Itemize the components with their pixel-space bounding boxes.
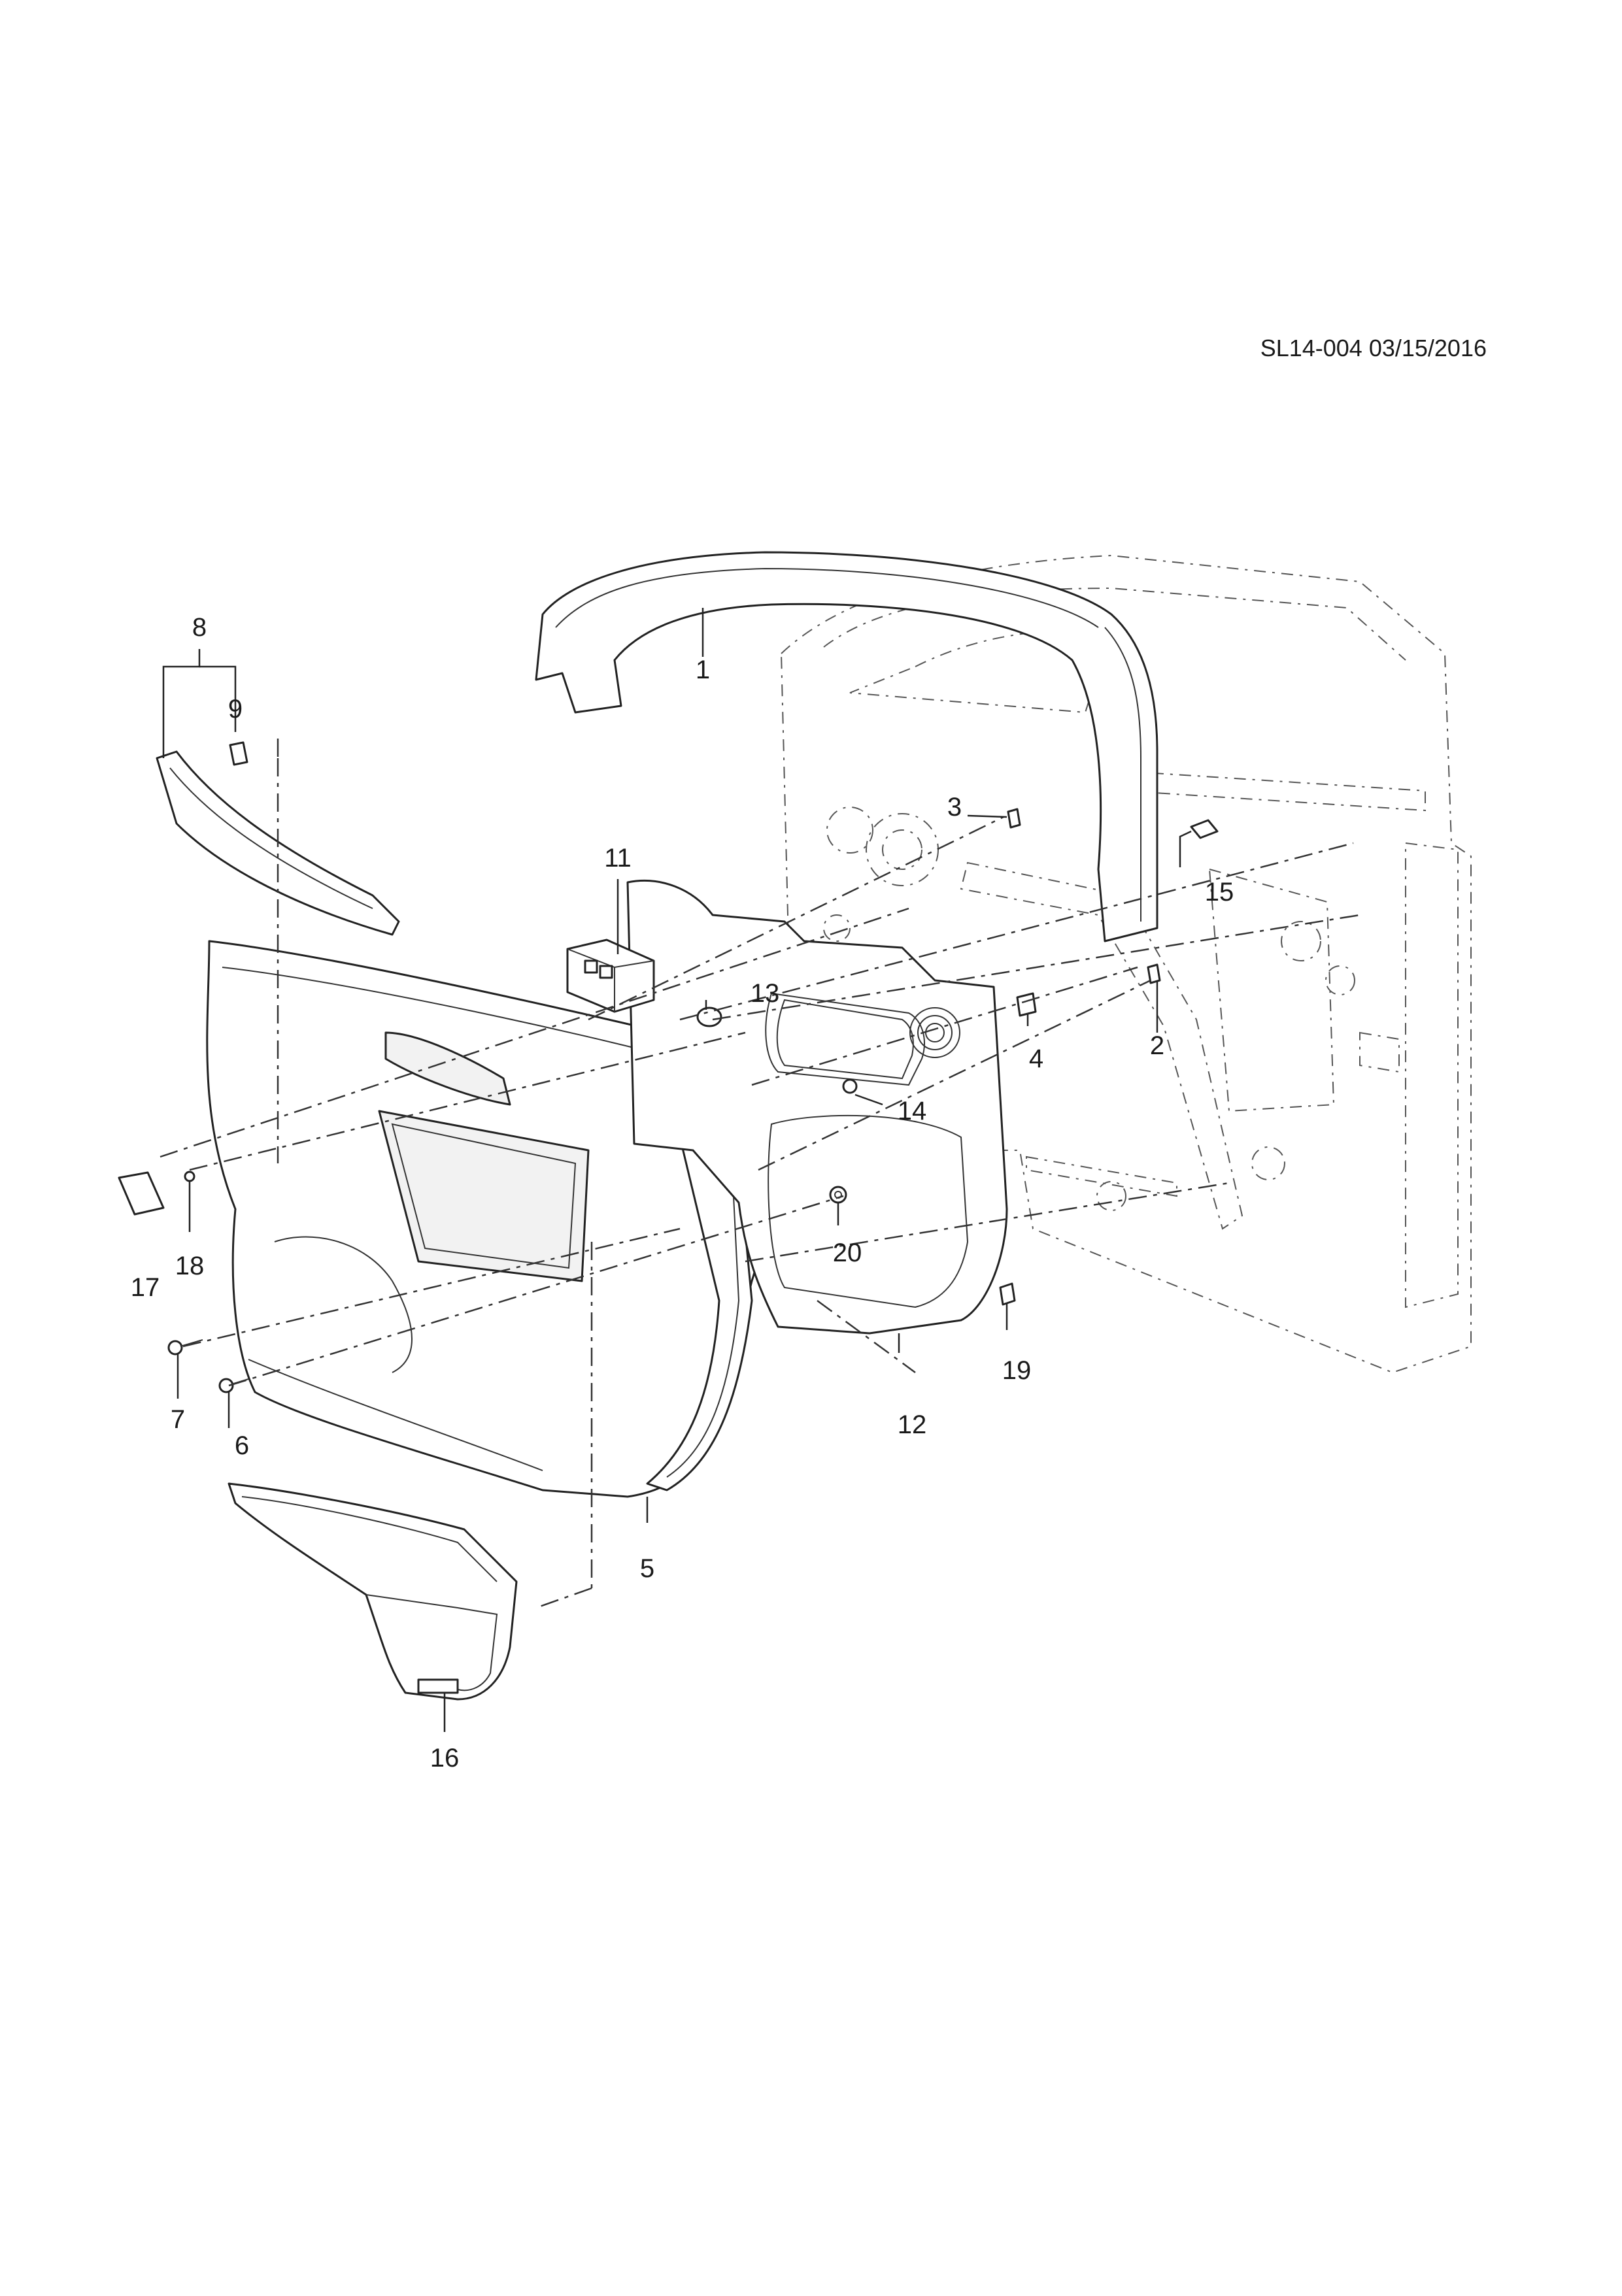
door-trim-panel: [206, 940, 773, 1498]
callout-9: 9: [228, 695, 243, 724]
clip-4: [1016, 992, 1037, 1017]
callout-19: 19: [1002, 1356, 1032, 1385]
callout-12: 12: [897, 1410, 927, 1439]
callout-18: 18: [175, 1252, 205, 1280]
bracket-15: [1190, 819, 1219, 839]
grommet-20: [829, 1186, 847, 1204]
callout-1: 1: [695, 656, 711, 684]
callout-7: 7: [170, 1405, 186, 1434]
callout-11: 11: [604, 844, 632, 873]
callout-4: 4: [1028, 1044, 1044, 1073]
plug-13: [696, 1007, 722, 1027]
callout-8: 8: [192, 613, 207, 642]
clip-3: [1007, 808, 1021, 829]
clip-2: [1147, 963, 1161, 984]
pin-19: [999, 1282, 1016, 1306]
water-deflector: [626, 879, 1008, 1335]
sheet-id-date: SL14-004 03/15/2016: [1260, 335, 1487, 361]
callout-16: 16: [430, 1744, 460, 1772]
callout-2: 2: [1149, 1031, 1165, 1060]
screw-18: [184, 1171, 195, 1182]
clip-9: [229, 741, 248, 766]
callout-14: 14: [897, 1097, 927, 1125]
callout-5: 5: [639, 1554, 655, 1583]
retainer-14: [842, 1078, 858, 1094]
callout-17: 17: [130, 1273, 160, 1302]
callout-6: 6: [234, 1431, 250, 1460]
cover-17: [118, 1171, 165, 1216]
callout-15: 15: [1204, 878, 1234, 907]
control-module: [566, 939, 655, 1013]
callout-13: 13: [750, 979, 780, 1008]
leader-lines: [162, 608, 1192, 1732]
window-frame-molding: [535, 551, 1158, 942]
assembly-lines: [160, 739, 1360, 1609]
callout-20: 20: [832, 1239, 862, 1267]
screw-7: [167, 1339, 203, 1356]
callout-3: 3: [947, 793, 962, 822]
lower-trim-bezel: [228, 1482, 518, 1701]
